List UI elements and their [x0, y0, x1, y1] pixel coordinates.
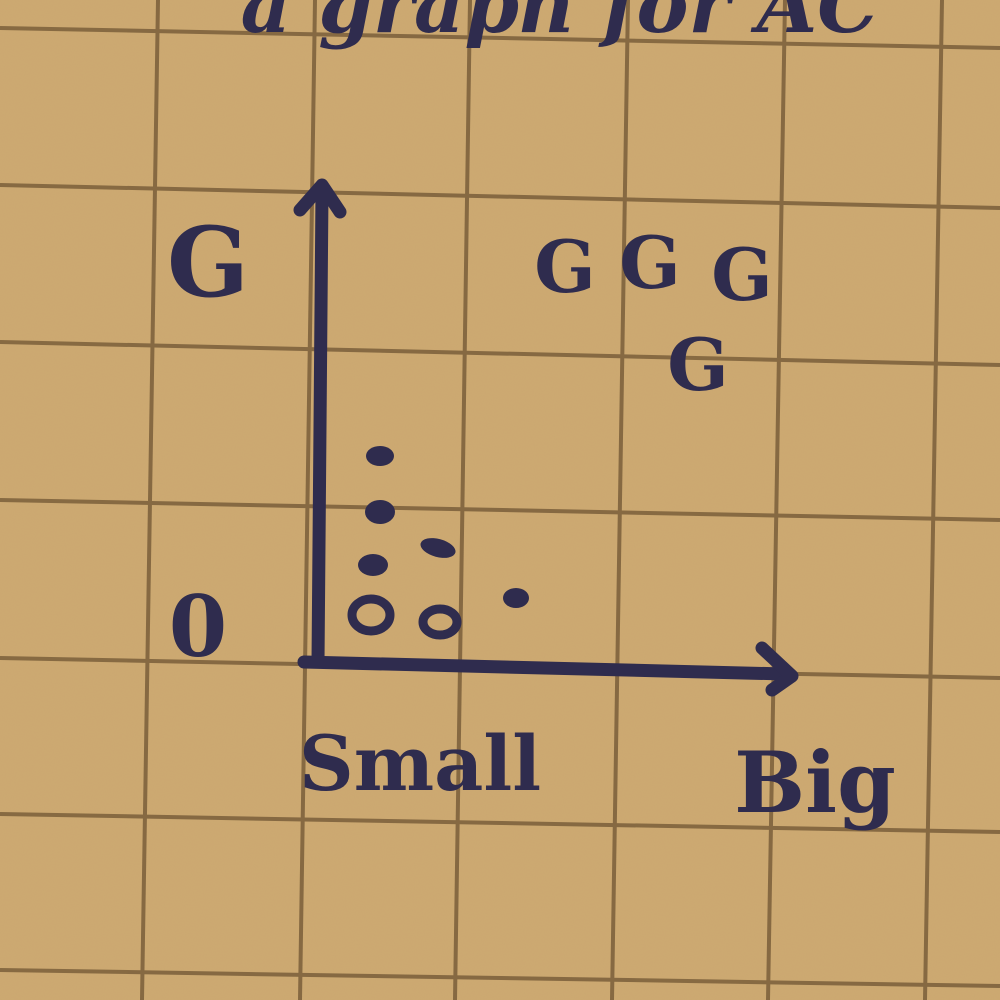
grid-vline — [923, 0, 944, 1000]
small-ring-cluster — [347, 594, 462, 640]
grid-vline — [610, 0, 630, 1000]
grid-hline — [0, 340, 1000, 367]
x-axis-line — [297, 655, 792, 681]
cluster-glyph: G — [534, 224, 596, 309]
data-dot — [366, 446, 394, 466]
data-dot — [503, 588, 529, 608]
grid-vline — [453, 0, 472, 1000]
grid-hline — [0, 183, 1000, 210]
small-dot-cluster — [358, 446, 529, 608]
cluster-glyph: G — [667, 322, 729, 407]
data-dot — [358, 554, 388, 576]
cluster-glyph: G — [711, 232, 773, 317]
axes — [293, 178, 799, 697]
grid-hline — [0, 812, 1000, 834]
grid-hline — [0, 498, 1000, 522]
top-handwritten-title: a graph for AC — [241, 0, 880, 51]
data-ring — [418, 604, 462, 640]
grid-vline — [766, 0, 787, 1000]
y-axis-line — [311, 185, 329, 669]
y-axis-top-label: G — [167, 206, 249, 319]
y-axis-arrowhead — [293, 178, 347, 219]
grid-vline — [298, 0, 317, 1000]
data-dot — [420, 538, 456, 558]
x-axis-right-label: Big — [734, 733, 896, 832]
grid-vline — [140, 0, 160, 1000]
y-axis-bottom-label: 0 — [169, 577, 227, 676]
grid-hline — [0, 968, 1000, 988]
x-axis-left-label: Small — [299, 719, 541, 808]
data-ring — [347, 594, 395, 636]
cluster-glyph: G — [619, 220, 681, 305]
data-dot — [365, 500, 395, 524]
x-axis-arrowhead — [755, 641, 799, 697]
grid-hline — [0, 26, 1000, 50]
